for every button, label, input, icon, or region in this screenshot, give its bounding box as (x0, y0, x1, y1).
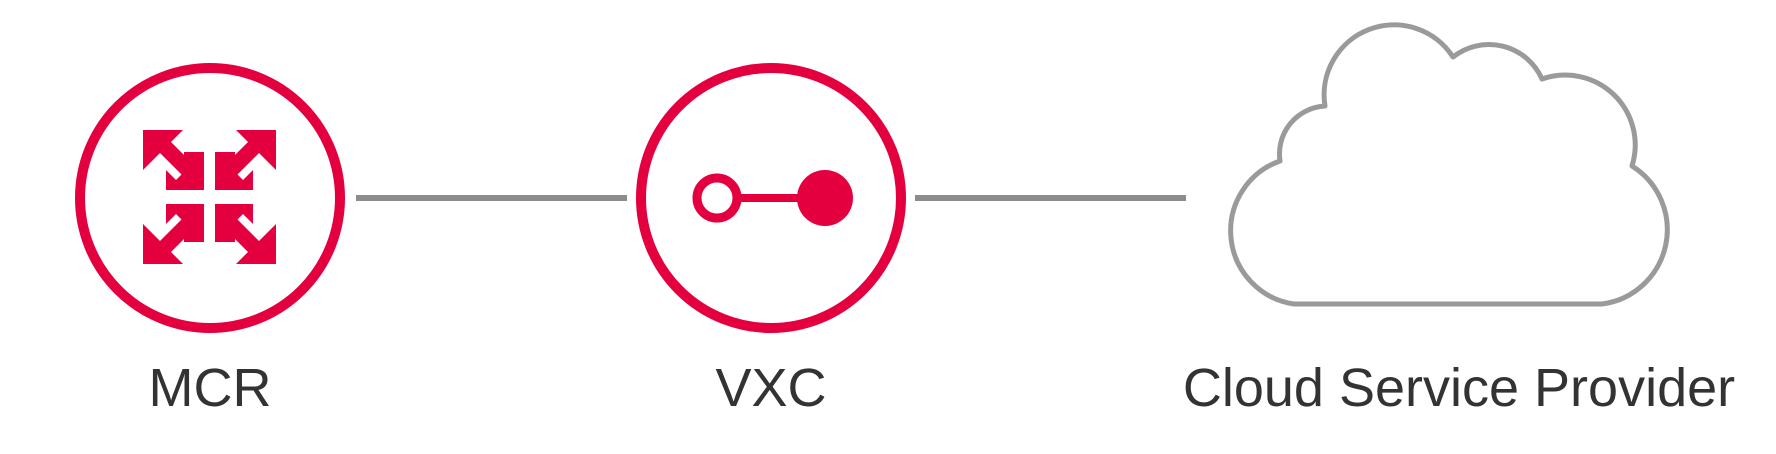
mcr-label: MCR (149, 358, 272, 418)
mcr-expand-arrows-icon (143, 130, 276, 264)
vxc-node: VXC (636, 63, 906, 418)
cloud-icon (1228, 22, 1670, 307)
vxc-connection-icon (692, 170, 853, 226)
mcr-circle (75, 63, 345, 333)
csp-node: Cloud Service Provider (1183, 22, 1735, 418)
csp-label: Cloud Service Provider (1183, 358, 1735, 418)
mcr-node: MCR (75, 63, 345, 418)
vxc-label: VXC (715, 358, 826, 418)
